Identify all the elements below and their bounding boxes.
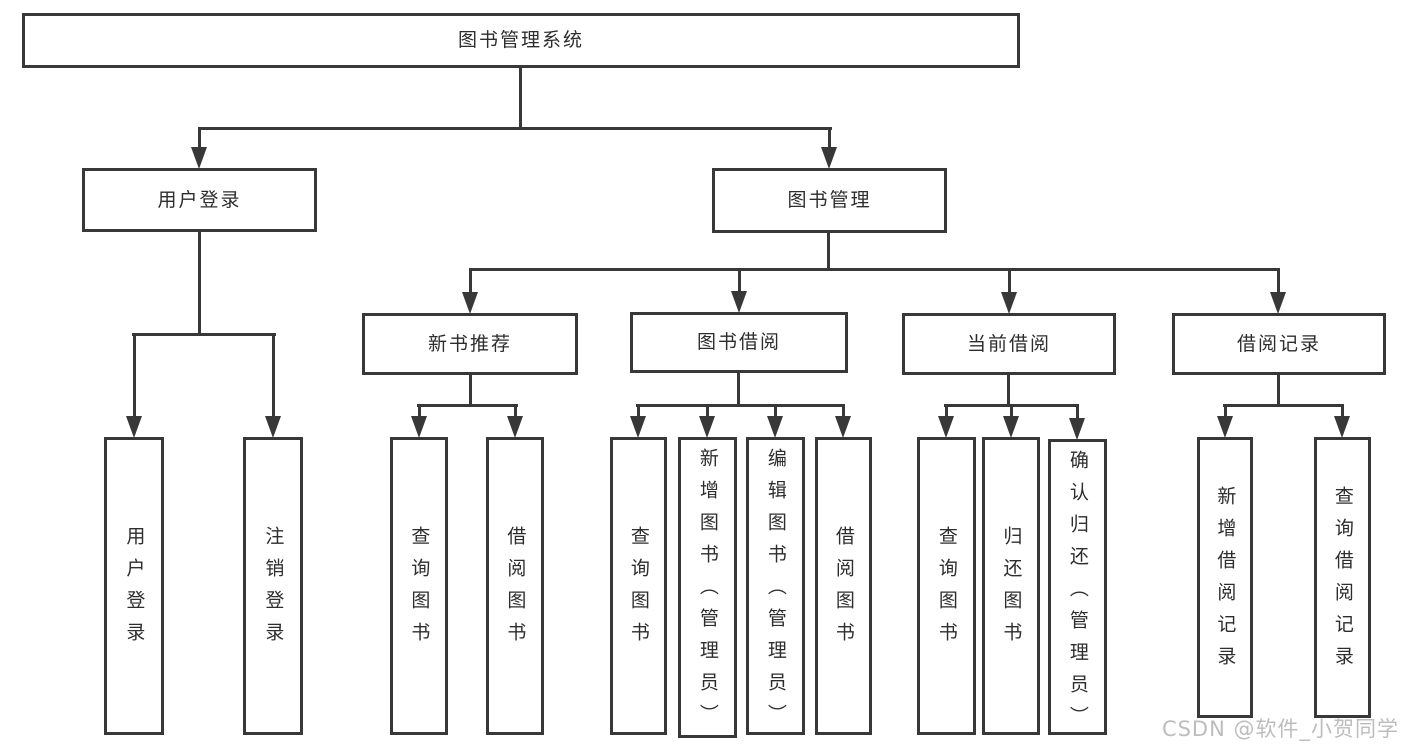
node-leaf-logout: 注销登录 xyxy=(243,437,303,735)
node-user-login: 用户登录 xyxy=(82,168,317,232)
connector-arrowhead-icon xyxy=(1269,292,1286,314)
connector-line xyxy=(1007,373,1010,407)
connector-arrow-shaft xyxy=(513,407,517,420)
connector-arrow-shaft xyxy=(944,407,948,420)
connector-arrowhead-icon xyxy=(1002,416,1019,438)
node-leaf-return-books: 归还图书 xyxy=(982,437,1040,735)
connector-arrow-shaft xyxy=(737,271,741,295)
connector-line xyxy=(198,127,832,130)
connector-arrowhead-icon xyxy=(834,416,851,438)
connector-arrowhead-icon xyxy=(264,416,281,438)
connector-arrowhead-icon xyxy=(766,416,783,438)
connector-arrow-shaft xyxy=(1007,271,1011,296)
connector-arrow-shaft xyxy=(271,336,275,420)
node-current-borrow: 当前借阅 xyxy=(902,313,1116,375)
connector-line xyxy=(944,404,1079,407)
connector-line xyxy=(827,231,830,271)
connector-arrow-shaft xyxy=(132,336,136,420)
connector-arrowhead-icon xyxy=(190,147,207,169)
node-leaf-edit-books-admin: 编辑图书（管理员） xyxy=(746,437,805,736)
connector-arrowhead-icon xyxy=(937,416,954,438)
connector-arrowhead-icon xyxy=(1333,416,1350,438)
connector-line xyxy=(519,68,522,130)
connector-line xyxy=(1277,373,1280,407)
node-leaf-confirm-return-admin: 确认归还（管理员） xyxy=(1048,439,1107,738)
connector-arrow-shaft xyxy=(1340,407,1344,420)
node-new-book-recommend: 新书推荐 xyxy=(362,313,578,375)
node-leaf-borrow-books-borrow: 借阅图书 xyxy=(815,437,872,735)
connector-arrow-shaft xyxy=(1223,407,1227,420)
watermark: CSDN @软件_小贺同学 xyxy=(1161,717,1399,741)
node-leaf-borrow-books-recommend: 借阅图书 xyxy=(486,437,544,735)
connector-arrowhead-icon xyxy=(1216,416,1233,438)
node-leaf-query-borrow-record: 查询借阅记录 xyxy=(1314,437,1371,718)
connector-line xyxy=(469,373,472,407)
connector-line xyxy=(636,404,845,407)
node-leaf-add-books-admin: 新增图书（管理员） xyxy=(678,437,737,738)
connector-arrowhead-icon xyxy=(820,147,837,169)
node-leaf-query-books-recommend: 查询图书 xyxy=(390,437,448,735)
connector-line xyxy=(1223,404,1344,407)
node-leaf-query-books-borrow: 查询图书 xyxy=(610,437,667,735)
connector-line xyxy=(132,333,276,336)
connector-arrow-shaft xyxy=(197,130,201,151)
node-borrow-records: 借阅记录 xyxy=(1172,313,1386,375)
node-leaf-query-books-current: 查询图书 xyxy=(917,437,976,735)
connector-arrow-shaft xyxy=(1009,407,1013,420)
connector-arrow-shaft xyxy=(468,271,472,296)
connector-arrowhead-icon xyxy=(629,416,646,438)
connector-arrow-shaft xyxy=(417,407,421,420)
connector-arrow-shaft xyxy=(773,407,777,420)
connector-line xyxy=(469,268,1280,271)
connector-arrowhead-icon xyxy=(698,416,715,438)
connector-arrow-shaft xyxy=(636,407,640,420)
connector-arrow-shaft xyxy=(1276,271,1280,296)
connector-arrowhead-icon xyxy=(125,416,142,438)
connector-arrowhead-icon xyxy=(410,416,427,438)
connector-arrow-shaft xyxy=(841,407,845,420)
connector-line xyxy=(198,230,201,336)
connector-line xyxy=(737,371,740,407)
connector-arrowhead-icon xyxy=(461,292,478,314)
node-leaf-add-borrow-record: 新增借阅记录 xyxy=(1197,437,1253,718)
connector-arrow-shaft xyxy=(705,407,709,420)
node-leaf-user-login: 用户登录 xyxy=(104,437,164,735)
connector-arrowhead-icon xyxy=(1068,418,1085,440)
connector-arrowhead-icon xyxy=(506,416,523,438)
node-book-management: 图书管理 xyxy=(712,168,947,233)
connector-arrowhead-icon xyxy=(730,291,747,313)
connector-arrow-shaft xyxy=(827,130,831,151)
connector-arrow-shaft xyxy=(1075,407,1079,422)
connector-line xyxy=(417,404,518,407)
node-book-borrow: 图书借阅 xyxy=(630,312,848,373)
connector-arrowhead-icon xyxy=(1000,292,1017,314)
node-root: 图书管理系统 xyxy=(22,13,1020,68)
